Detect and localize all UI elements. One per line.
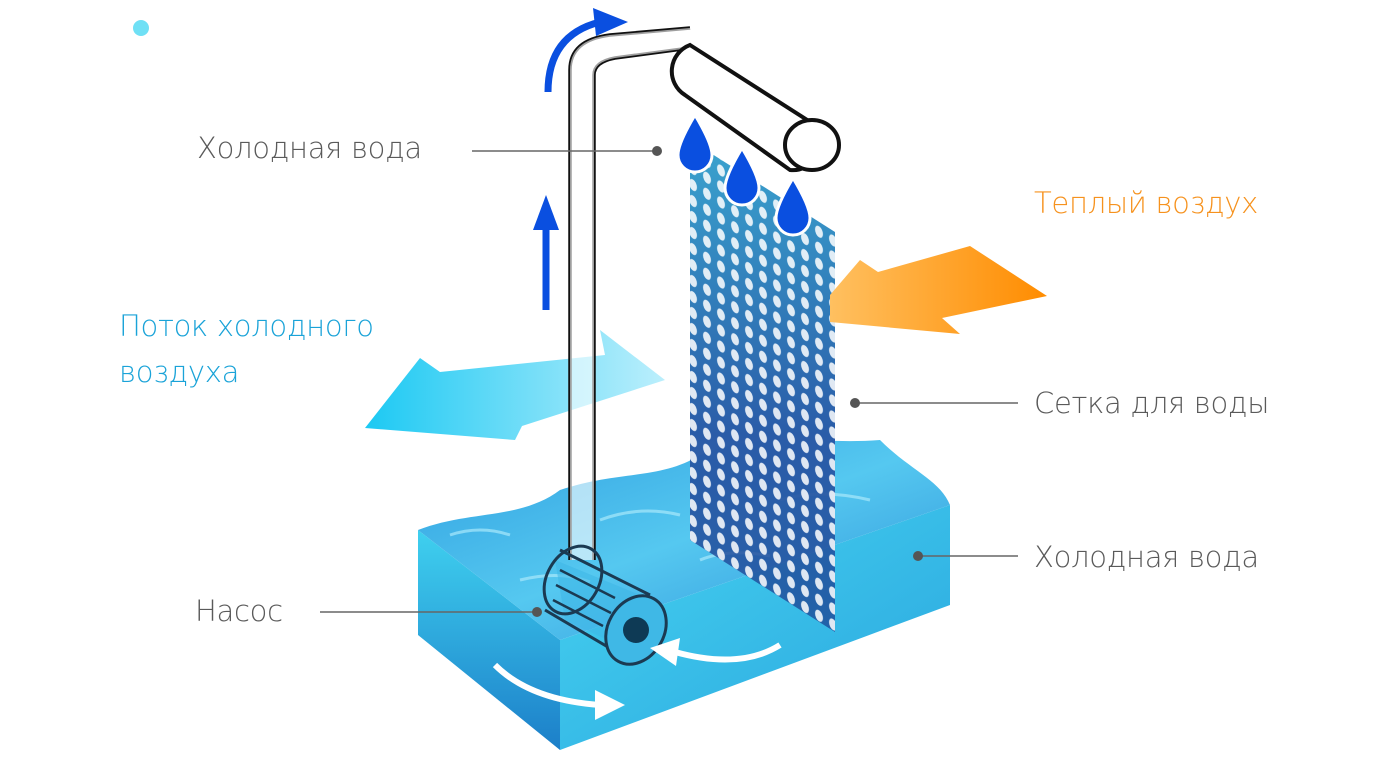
water-front-face [418, 530, 560, 750]
label-cold-water-top: Холодная вода [197, 131, 422, 165]
water-side-face [560, 505, 950, 750]
label-water-mesh: Сетка для воды [1034, 386, 1270, 420]
water-flow-arrow [492, 662, 601, 708]
water-curve-arrow [544, 18, 601, 93]
warm-air-arrow [830, 246, 1047, 334]
label-cold-water-bottom: Холодная вода [1034, 540, 1259, 574]
water-return-arrow [674, 642, 782, 663]
water-drop-icons [676, 112, 812, 237]
pump [542, 544, 668, 666]
label-pump: Насос [195, 594, 283, 628]
label-cold-air-flow-2: воздуха [119, 355, 240, 389]
label-warm-air: Теплый воздух [1034, 186, 1259, 220]
cold-air-arrow [365, 330, 665, 440]
dot-decoration [133, 20, 149, 36]
label-cold-air-flow-1: Поток холодного [119, 309, 374, 343]
